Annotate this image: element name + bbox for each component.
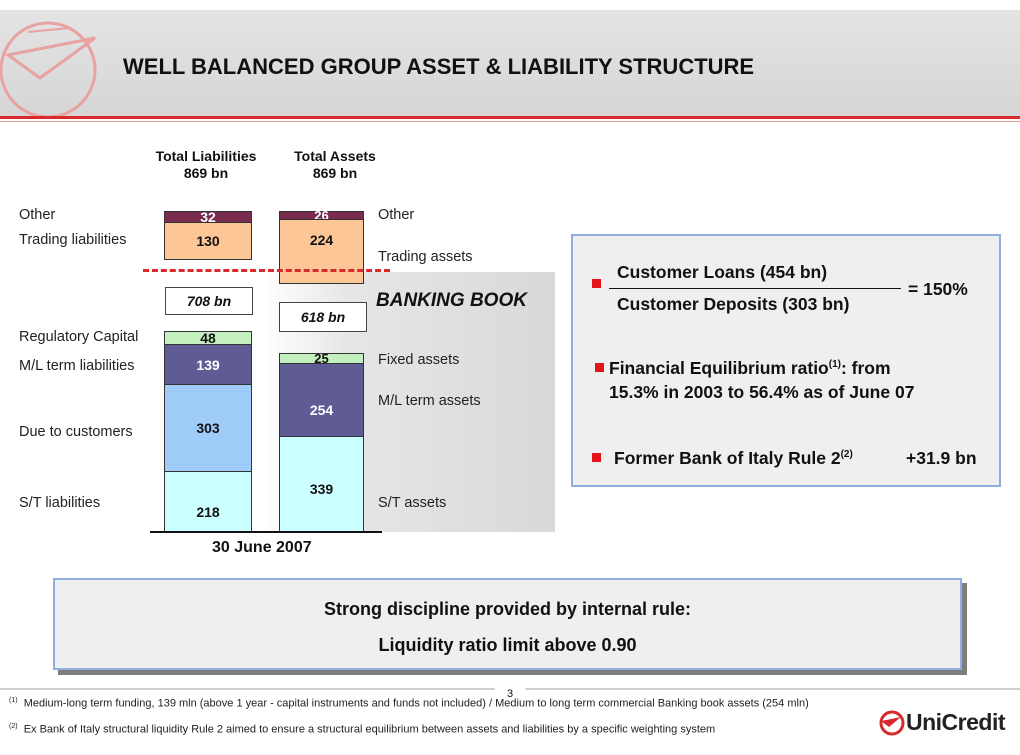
ratio-result: = 150%: [908, 279, 968, 299]
trading-banking-separator: [143, 269, 390, 272]
value-label: 254: [309, 402, 334, 418]
footnote-1: (1) Medium-long term funding, 139 mln (a…: [9, 697, 809, 710]
ratio-panel: [571, 234, 1001, 487]
unicredit-logo-text: UniCredit: [906, 709, 1006, 735]
value-label: 25: [314, 351, 329, 366]
unicredit-arrow-watermark-icon: [0, 21, 97, 119]
internal-rule-line1: Strong discipline provided by internal r…: [323, 599, 692, 619]
value-label: 32: [200, 209, 216, 225]
eq-tail: : from: [840, 358, 891, 378]
footnote-1-text: Medium-long term funding, 139 mln (above…: [23, 697, 809, 710]
assets-total: 869 bn: [312, 165, 358, 181]
rule2-line: Former Bank of Italy Rule 2(2): [614, 448, 853, 469]
assets-heading: Total Assets 869 bn: [278, 148, 392, 182]
liabilities-title: Total Liabilities: [155, 148, 257, 164]
header-band: [0, 10, 1020, 116]
bar-liabilities-regulatory: 48: [164, 330, 252, 346]
label-st-assets: S/T assets: [378, 495, 447, 511]
value-label: 218: [196, 503, 220, 520]
financial-equilibrium-line2: 15.3% in 2003 to 56.4% as of June 07: [609, 382, 915, 402]
label-trading-assets: Trading assets: [378, 249, 473, 265]
rule2-footnote-mark: (2): [840, 449, 853, 461]
bar-assets-trading: 224: [279, 219, 364, 284]
liabilities-total: 869 bn: [183, 165, 229, 181]
value-label: 130: [196, 233, 220, 249]
bar-liabilities-due: 303: [164, 384, 252, 472]
internal-rule-line2: Liquidity ratio limit above 0.90: [378, 635, 637, 655]
label-trading-liabilities: Trading liabilities: [19, 232, 127, 248]
label-st-liabilities: S/T liabilities: [19, 495, 101, 511]
rule2-label: Former Bank of Italy Rule 2: [614, 448, 841, 468]
bullet-icon: [595, 363, 604, 372]
liabilities-heading: Total Liabilities 869 bn: [140, 148, 272, 182]
label-fixed-assets: Fixed assets: [378, 352, 460, 368]
value-label: 48: [200, 330, 216, 346]
ratio-denominator: Customer Deposits (303 bn): [617, 294, 850, 314]
bullet-icon: [592, 453, 601, 462]
ratio-numerator: Customer Loans (454 bn): [617, 262, 828, 282]
banking-book-title: BANKING BOOK: [376, 290, 527, 311]
chart-date-label: 30 June 2007: [212, 539, 312, 556]
page-number: 3: [494, 684, 526, 702]
fraction-line: [609, 288, 901, 289]
value-label: 224: [309, 232, 334, 248]
label-regulatory-capital: Regulatory Capital: [19, 329, 139, 345]
financial-equilibrium-line1: Financial Equilibrium ratio(1): from: [609, 358, 891, 379]
label-other-liabilities: Other: [19, 207, 56, 223]
chart-baseline: [150, 531, 382, 533]
page-title: WELL BALANCED GROUP ASSET & LIABILITY ST…: [123, 54, 755, 79]
label-other-assets: Other: [378, 207, 415, 223]
assets-title: Total Assets: [294, 148, 376, 164]
footnote-2: (2) Ex Bank of Italy structural liquidit…: [9, 723, 715, 736]
label-ml-term-assets: M/L term assets: [378, 393, 481, 409]
bar-assets-ml-term: 254: [279, 363, 364, 437]
bullet-icon: [592, 279, 601, 288]
internal-rule-box: [53, 578, 962, 670]
banking-book-liabilities-total: 708 bn: [165, 287, 253, 315]
eq-footnote-mark: (1): [828, 359, 841, 371]
header-divider-thin: [0, 121, 1020, 122]
value-label: 139: [196, 356, 220, 373]
bar-liabilities-ml-term: 139: [164, 344, 252, 385]
label-due-to-customers: Due to customers: [19, 424, 133, 440]
footnote-2-mark: (2): [9, 723, 18, 730]
value-label: 303: [196, 420, 220, 436]
label-ml-term-liabilities: M/L term liabilities: [19, 358, 135, 374]
bar-liabilities-trading: 130: [164, 222, 252, 260]
footnote-2-text: Ex Bank of Italy structural liquidity Ru…: [23, 723, 716, 736]
value-label: 339: [309, 481, 334, 497]
eq-label: Financial Equilibrium ratio: [609, 358, 829, 378]
rule2-value: +31.9 bn: [906, 448, 977, 468]
header-divider: [0, 116, 1020, 119]
footnote-1-mark: (1): [9, 697, 18, 704]
bar-liabilities-st: 218: [164, 471, 252, 532]
unicredit-logo-icon: [879, 710, 905, 736]
banking-book-assets-total: 618 bn: [279, 302, 367, 332]
bar-assets-st: 339: [279, 436, 364, 532]
